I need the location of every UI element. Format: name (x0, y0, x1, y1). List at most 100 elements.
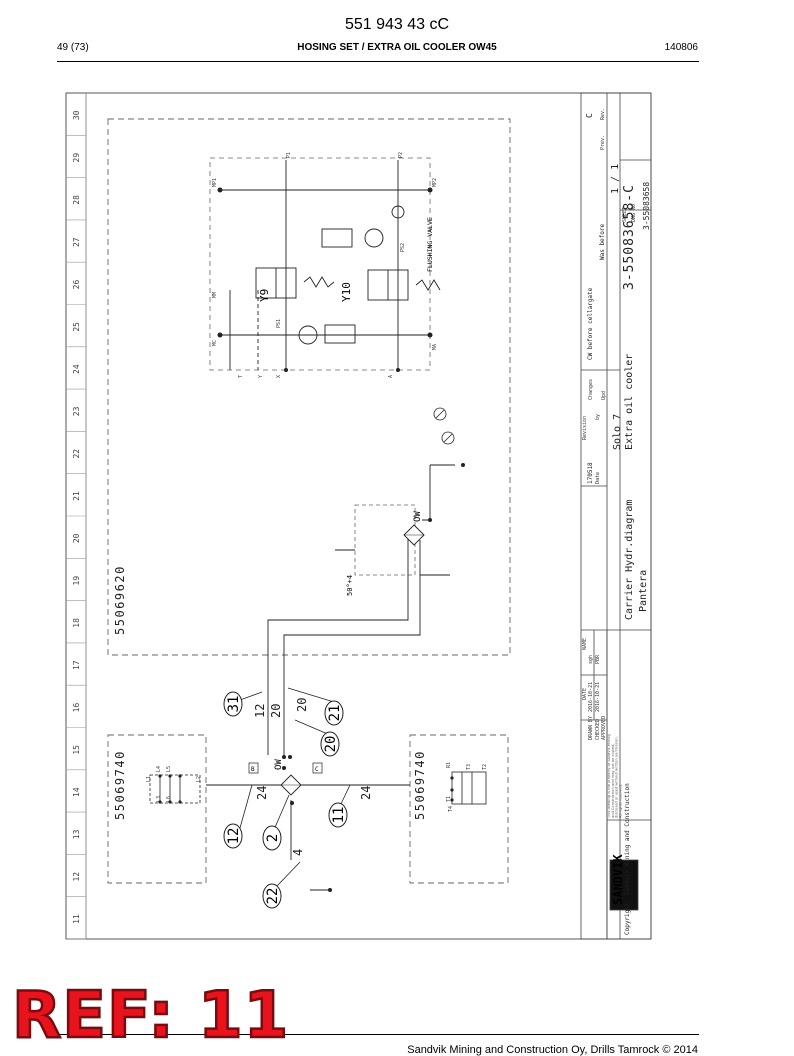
col-changes: Changes (588, 379, 594, 400)
port-t3: T3 (466, 764, 472, 770)
sheet-label: SHEET (622, 207, 628, 222)
grid-number-16: 16 (72, 703, 81, 713)
balloon-text-11: 11 (331, 807, 347, 824)
port-mp1: MP1 (212, 178, 218, 187)
label-flushing-valve: FLUSHING VALVE (426, 217, 434, 272)
grid-number-13: 13 (72, 829, 81, 839)
rev-by: Upd (601, 391, 607, 400)
prev-label: Prev. (600, 135, 606, 150)
hose-size-20-b: 20 (295, 698, 309, 712)
drawn-name: sgh (588, 655, 594, 664)
label-cooler-upper: OW (413, 511, 423, 522)
title-product: Pantera (638, 570, 649, 612)
checked-label: CHECKED (595, 719, 601, 740)
balloon-20 (320, 731, 340, 757)
label-cooler-lower: OW (274, 759, 284, 770)
port-mc: MC (212, 340, 218, 346)
grid-number-23: 23 (72, 406, 81, 416)
date-label: DATE (582, 688, 588, 700)
company-logo-text: SANDVIK (611, 854, 625, 905)
balloon-2 (262, 825, 282, 851)
copyright-text: Copyright: Sandvik Mining and Constructi… (624, 783, 631, 935)
drawing-frame (65, 92, 652, 940)
label-y9: Y9 (258, 289, 271, 302)
grid-number-28: 28 (72, 195, 81, 205)
grid-number-26: 26 (72, 280, 81, 290)
port-mp2: MP2 (432, 178, 438, 187)
hose-size-20-a: 20 (269, 704, 283, 718)
balloon-31 (223, 691, 243, 717)
port-ps2: PS2 (400, 243, 406, 252)
col-by: by (595, 414, 601, 420)
port-mm: MM (212, 292, 218, 298)
col-date: Date (595, 472, 601, 484)
grid-number-17: 17 (72, 660, 81, 670)
hose-size-24-a: 24 (255, 786, 269, 800)
grid-number-18: 18 (72, 618, 81, 628)
replaces-label: Was before (599, 223, 606, 260)
dwg-no-label: DWG NO (631, 204, 637, 222)
grid-number-20: 20 (72, 533, 81, 543)
section-title: HOSING SET / EXTRA OIL COOLER OW45 (297, 42, 497, 53)
label-thermo: 50°+4 (346, 575, 354, 596)
port-p2: P2 (398, 152, 404, 158)
port-a: A (388, 375, 394, 378)
balloon-text-20: 20 (323, 736, 339, 753)
grid-number-25: 25 (72, 322, 81, 332)
port-l3: L3 (156, 796, 162, 802)
port-t4: T4 (448, 806, 454, 812)
port-l2: L2 (196, 776, 202, 782)
port-l6: L6 (166, 796, 172, 802)
title-block (580, 92, 652, 940)
page-indicator: 49 (73) (57, 42, 89, 53)
revision-letter: C (585, 113, 594, 118)
revision-date-tb: 170518 (587, 462, 594, 484)
header-rule (57, 61, 699, 62)
right-block-box (409, 734, 509, 884)
port-ps1: PS1 (276, 319, 282, 328)
balloon-text-21: 21 (327, 705, 343, 722)
grid-number-29: 29 (72, 153, 81, 163)
grid-number-24: 24 (72, 364, 81, 374)
title-line-2: Extra oil cooler (624, 354, 635, 450)
label-port-b: B (251, 766, 255, 773)
port-r1: R1 (446, 762, 452, 768)
port-l4: L4 (156, 766, 162, 772)
footer-rule (57, 1034, 699, 1035)
name-label: NAME (582, 638, 588, 650)
valve-section-box (209, 157, 431, 371)
grid-number-30: 30 (72, 110, 81, 120)
title-line-1: Carrier Hydr.diagram (624, 500, 635, 620)
port-t1: T1 (446, 796, 452, 802)
port-ma: MA (432, 344, 438, 350)
drawing-number-small: 3-55083658 (642, 182, 651, 230)
balloon-22 (262, 883, 282, 909)
sheet-number: 1 / 1 (610, 164, 621, 194)
hose-size-12: 12 (253, 704, 267, 718)
port-t2: T2 (482, 764, 488, 770)
grid-number-22: 22 (72, 449, 81, 459)
ref-stamp: REF: 11 (11, 979, 290, 1053)
label-upper-assembly: 55069620 (113, 565, 127, 635)
balloon-text-31: 31 (226, 696, 242, 713)
checked-date: 2016-10-21 (595, 682, 601, 712)
grid-number-14: 14 (72, 787, 81, 797)
disclaimer-text: This drawing is the property of Sandvik … (608, 734, 622, 818)
footer-text: Sandvik Mining and Construction Oy, Dril… (407, 1044, 698, 1056)
grid-number-19: 19 (72, 576, 81, 586)
label-y10: Y10 (340, 282, 353, 302)
rev-label: Rev. (600, 108, 606, 120)
left-block-box (107, 734, 207, 884)
drawing-number: 3-55083658-C (622, 184, 637, 290)
port-l1: L1 (146, 776, 152, 782)
label-port-c: C (315, 766, 319, 773)
grid-ticks (66, 135, 86, 940)
grid-number-27: 27 (72, 237, 81, 247)
balloon-21 (324, 700, 344, 726)
revision-note: CW before cellargate (587, 287, 594, 360)
upper-assembly-box (107, 118, 511, 656)
drawn-date: 2016-10-21 (588, 682, 594, 712)
balloon-text-12: 12 (226, 828, 242, 845)
revision-date: 140806 (664, 42, 698, 53)
